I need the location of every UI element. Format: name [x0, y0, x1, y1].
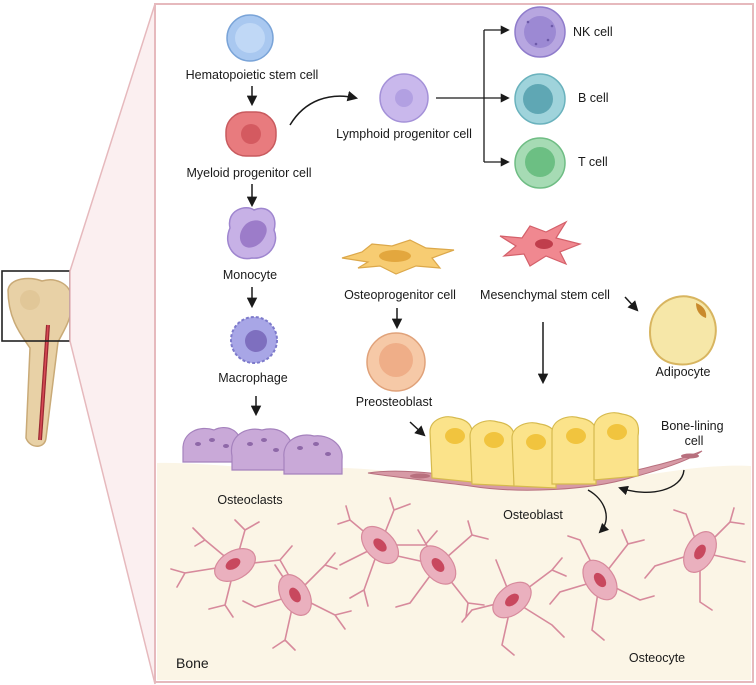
arrow-myeloid-lymphoid — [289, 90, 359, 126]
adipocyte-cell — [648, 295, 717, 366]
lymphoid-label: Lymphoid progenitor cell — [336, 127, 472, 141]
osteoprogenitor-cell — [341, 239, 455, 275]
macrophage-cell — [230, 316, 278, 364]
b-cell — [514, 73, 566, 125]
macrophage-label: Macrophage — [218, 371, 288, 385]
osteocyte-bodies — [214, 525, 717, 619]
bone-lining-label-line2: cell — [685, 434, 704, 448]
monocyte-cell — [227, 207, 277, 260]
arrow-bonelining-loop — [618, 469, 685, 496]
arrow-msc-adipocyte — [624, 296, 639, 312]
lymphoid-branch-arrows — [436, 25, 510, 167]
bone-lining-label: Bone-lining cell — [661, 419, 727, 448]
adipocyte-label: Adipocyte — [656, 365, 711, 379]
zoom-wedge — [69, 3, 156, 685]
myeloid-progenitor-cell — [225, 111, 277, 157]
osteoprogenitor-label: Osteoprogenitor cell — [344, 288, 456, 302]
lymphoid-progenitor-cell — [379, 73, 429, 123]
arrow-osteoblast-osteocyte — [587, 489, 610, 534]
hsc-cell — [226, 14, 274, 62]
arrow-preosteoblast-osteoblast — [409, 421, 426, 437]
myeloid-label: Myeloid progenitor cell — [186, 166, 311, 180]
osteocyte-label: Osteocyte — [629, 651, 685, 665]
nk-cell — [514, 6, 566, 58]
msc-label: Mesenchymal stem cell — [480, 288, 610, 302]
monocyte-label: Monocyte — [223, 268, 277, 282]
preosteoblast-cell — [366, 332, 426, 392]
t-cell — [514, 137, 566, 189]
osteoblast-label: Osteoblast — [503, 508, 563, 522]
t-cell-label: T cell — [578, 155, 608, 169]
nk-label: NK cell — [573, 25, 613, 39]
hsc-label: Hematopoietic stem cell — [186, 68, 319, 82]
osteoblast-cells — [429, 412, 640, 489]
bone-label: Bone — [176, 655, 209, 671]
osteoclasts-label: Osteoclasts — [217, 493, 282, 507]
msc-cell — [499, 220, 582, 267]
osteoclasts — [182, 427, 343, 475]
preosteoblast-label: Preosteoblast — [356, 395, 433, 409]
b-cell-label: B cell — [578, 91, 609, 105]
femur-thumbnail — [7, 277, 73, 447]
bone-lining-label-line1: Bone-lining — [661, 419, 724, 433]
